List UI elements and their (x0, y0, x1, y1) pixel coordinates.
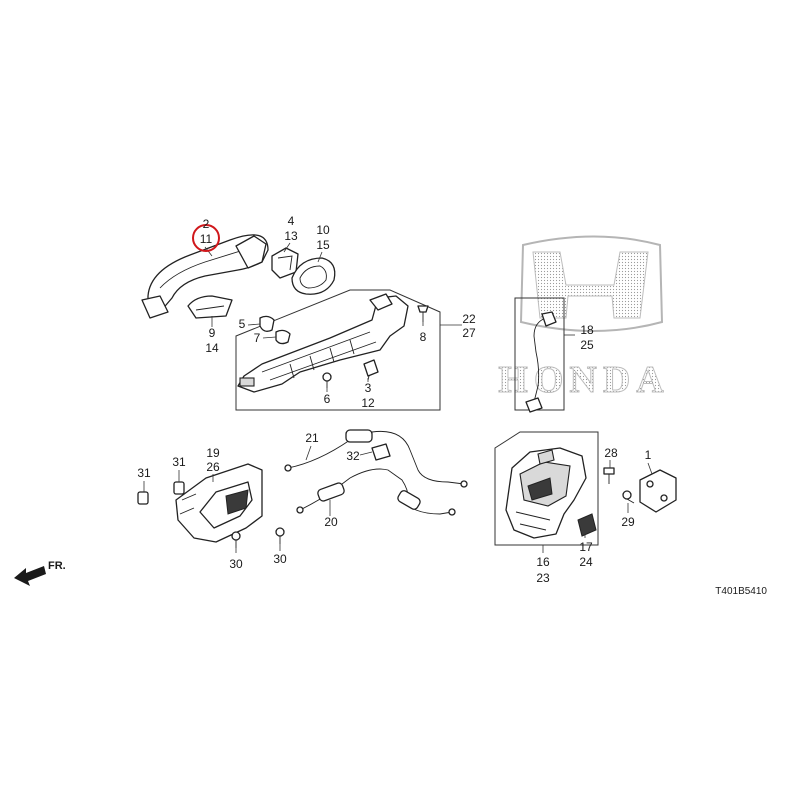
callout-22: 22 (462, 312, 476, 326)
outer-door-handle (141, 234, 269, 319)
callout-18: 18 (580, 323, 594, 337)
cable-21 (284, 429, 468, 488)
callout-30-right: 30 (273, 552, 287, 566)
highlight-circle (192, 224, 220, 252)
callout-30-left: 30 (229, 557, 243, 571)
callout-24: 24 (579, 555, 593, 569)
callout-32: 32 (346, 449, 360, 463)
callout-2: 2 (203, 217, 210, 231)
callout-3: 3 (365, 381, 372, 395)
callout-6: 6 (324, 392, 331, 406)
bolt-28 (603, 467, 615, 484)
callout-19: 19 (206, 446, 220, 460)
screw-30-right (275, 527, 285, 544)
group-box-rod (514, 297, 565, 411)
callout-25: 25 (580, 338, 594, 352)
handle-gasket (291, 257, 336, 295)
callout-20: 20 (324, 515, 338, 529)
cable-clip-32 (371, 443, 391, 461)
front-arrow-icon (14, 566, 46, 586)
callout-15: 15 (316, 238, 330, 252)
fastener-7 (275, 329, 291, 345)
screw-8 (417, 305, 429, 322)
screw-29 (622, 490, 635, 504)
callout-17: 17 (579, 540, 593, 554)
front-direction-marker: FR. (14, 560, 66, 586)
callout-5: 5 (239, 317, 246, 331)
callout-1: 1 (645, 448, 652, 462)
callout-9: 9 (209, 326, 216, 340)
callout-31-left: 31 (137, 466, 151, 480)
callout-7: 7 (254, 331, 261, 345)
front-label: FR. (48, 560, 66, 572)
latch-bumper (577, 513, 597, 537)
callout-8: 8 (420, 330, 427, 344)
callout-12: 12 (361, 396, 375, 410)
callout-21: 21 (305, 431, 319, 445)
honda-logo-watermark: HONDA (498, 235, 669, 402)
watermark-text: HONDA (498, 359, 669, 401)
cable-20 (296, 468, 456, 516)
callout-29: 29 (621, 515, 635, 529)
diagram-code: T401B5410 (715, 586, 767, 597)
group-box-handle-base (235, 289, 441, 411)
callout-14: 14 (205, 341, 219, 355)
callout-labels: 2 11 4 13 10 15 22 27 5 7 8 9 14 6 3 12 … (137, 214, 651, 585)
callout-27: 27 (462, 326, 476, 340)
handle-base (237, 293, 409, 393)
cap-31-left (137, 491, 149, 505)
cap-31-right (173, 481, 185, 495)
callout-11: 11 (200, 232, 213, 246)
group-box-latch (494, 431, 599, 546)
callout-23: 23 (536, 571, 550, 585)
callout-10: 10 (316, 223, 330, 237)
clip-3 (363, 359, 379, 381)
callout-26: 26 (206, 460, 220, 474)
callout-4: 4 (288, 214, 295, 228)
fastener-5 (259, 315, 275, 332)
inner-door-handle (175, 463, 263, 543)
door-lock-actuator (505, 447, 587, 539)
screw-6 (322, 372, 332, 388)
handle-protector (187, 295, 233, 319)
callout-31-right: 31 (172, 455, 186, 469)
callout-28: 28 (604, 446, 618, 460)
callout-13: 13 (284, 229, 298, 243)
callout-16: 16 (536, 555, 550, 569)
door-rod (525, 311, 557, 413)
screw-30-left (231, 531, 241, 548)
door-striker (639, 469, 677, 513)
